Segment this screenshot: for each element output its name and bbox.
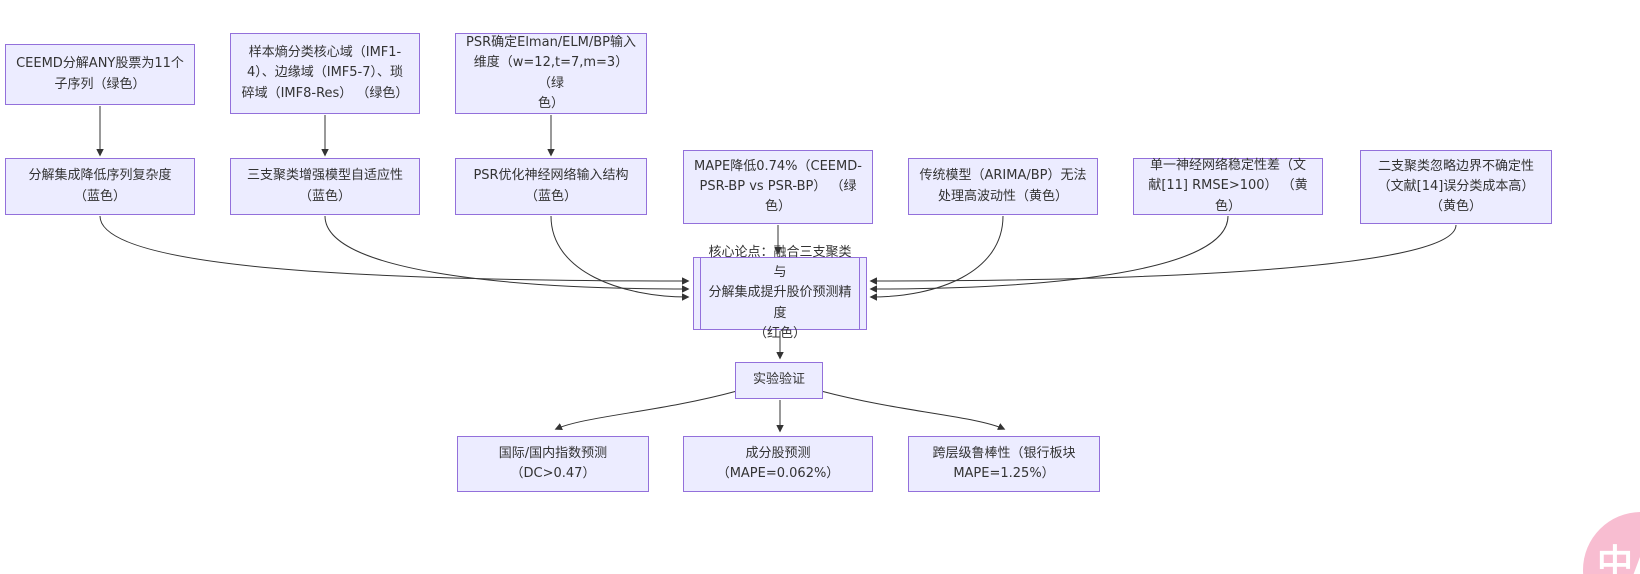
edge-singlenn-core [869, 215, 1229, 293]
node-mape-drop: MAPE降低0.74%（CEEMD- PSR-BP vs PSR-BP） （绿 … [683, 150, 873, 224]
node-label: 国际/国内指数预测 （DC>0.47） [498, 445, 608, 481]
node-label: 分解集成降低序列复杂度 （蓝色） [28, 168, 172, 204]
node-threeway: 三支聚类增强模型自适应性 （蓝色） [230, 158, 420, 215]
edge-threeway-core [324, 215, 690, 293]
subroutine-left-line [700, 258, 701, 329]
translate-badge[interactable]: 中A [1583, 512, 1640, 574]
node-label: 二支聚类忽略边界不确定性 （文献[14]误分类成本高） （黄色） [1377, 158, 1535, 215]
node-stock-pred: 成分股预测 （MAPE=0.062%） [683, 436, 873, 492]
node-label: CEEMD分解ANY股票为11个 子序列（绿色） [16, 56, 184, 92]
translate-badge-label: 中A [1597, 543, 1640, 574]
node-label: 三支聚类增强模型自适应性 （蓝色） [246, 168, 403, 204]
node-entropy: 样本熵分类核心域（IMF1- 4）、边缘域（IMF5-7）、琐 碎域（IMF8-… [230, 33, 420, 114]
node-single-nn: 单一神经网络稳定性差（文 献[11] RMSE>100） （黄色） [1133, 158, 1323, 215]
node-robustness: 跨层级鲁棒性（银行板块 MAPE=1.25%） [908, 436, 1100, 492]
node-label: 跨层级鲁棒性（银行板块 MAPE=1.25%） [932, 445, 1076, 481]
node-experiment: 实验验证 [735, 362, 823, 399]
node-decomp: 分解集成降低序列复杂度 （蓝色） [5, 158, 195, 215]
node-label: 成分股预测 （MAPE=0.062%） [716, 445, 840, 481]
edge-psropt-core [550, 215, 690, 301]
node-label: 实验验证 [752, 372, 805, 388]
edge-twoway-core [869, 224, 1457, 285]
node-label: PSR优化神经网络输入结构 （蓝色） [473, 168, 629, 204]
subroutine-right-line [859, 258, 860, 329]
node-traditional: 传统模型（ARIMA/BP）无法 处理高波动性（黄色） [908, 158, 1098, 215]
node-twoway: 二支聚类忽略边界不确定性 （文献[14]误分类成本高） （黄色） [1360, 150, 1552, 224]
node-index-pred: 国际/国内指数预测 （DC>0.47） [457, 436, 649, 492]
node-psr-opt: PSR优化神经网络输入结构 （蓝色） [455, 158, 647, 215]
edge-experiment-indexpred [554, 390, 738, 430]
node-label: 单一神经网络稳定性差（文 献[11] RMSE>100） （黄色） [1148, 158, 1308, 214]
node-label: PSR确定Elman/ELM/BP输入 维度（w=12,t=7,m=3） （绿 … [465, 35, 636, 111]
node-core-thesis: 核心论点：融合三支聚类与 分解集成提升股价预测精度 （红色） [693, 245, 867, 341]
node-ceemd: CEEMD分解ANY股票为11个 子序列（绿色） [5, 44, 195, 105]
node-label: 样本熵分类核心域（IMF1- 4）、边缘域（IMF5-7）、琐 碎域（IMF8-… [241, 45, 409, 101]
node-psr-dim: PSR确定Elman/ELM/BP输入 维度（w=12,t=7,m=3） （绿 … [455, 33, 647, 114]
edge-traditional-core [869, 215, 1004, 301]
edge-experiment-robustness [820, 390, 1006, 430]
edge-decomp-core [99, 215, 690, 285]
node-label: 核心论点：融合三支聚类与 分解集成提升股价预测精度 （红色） [708, 245, 852, 341]
node-label: 传统模型（ARIMA/BP）无法 处理高波动性（黄色） [919, 168, 1087, 204]
node-label: MAPE降低0.74%（CEEMD- PSR-BP vs PSR-BP） （绿 … [694, 158, 862, 215]
